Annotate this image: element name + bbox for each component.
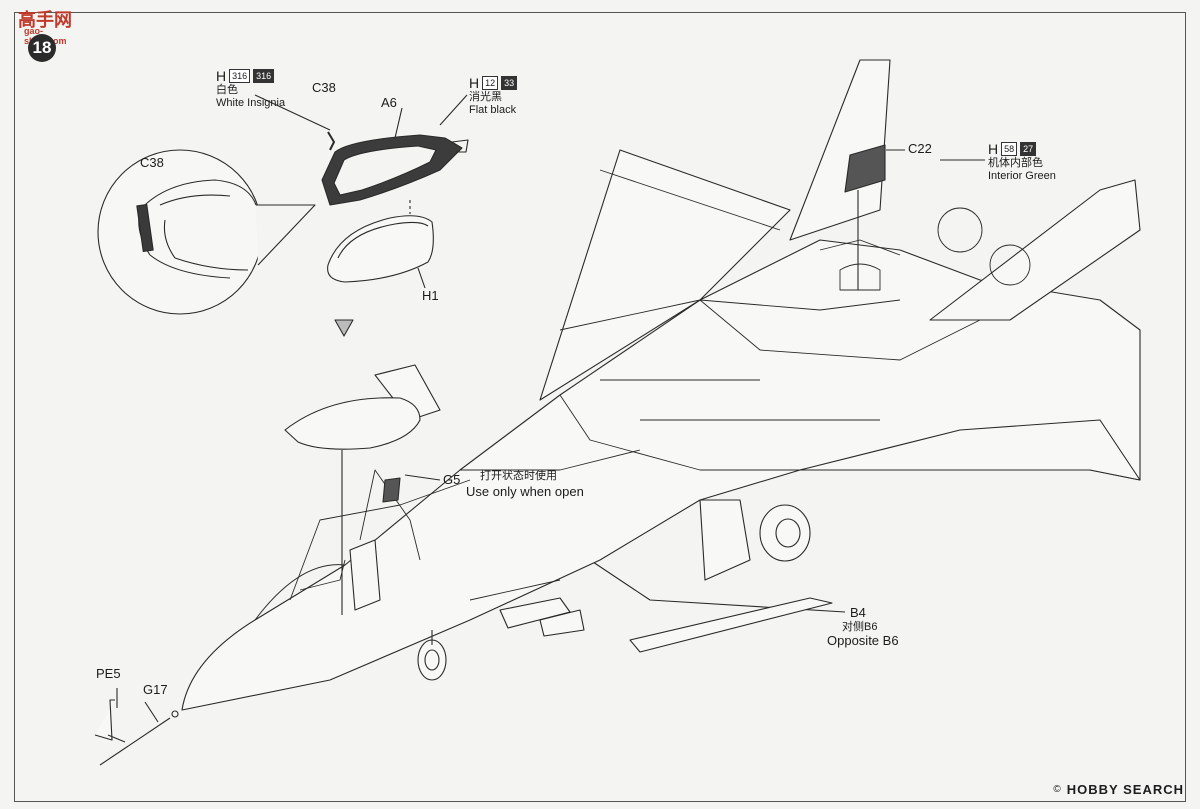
note-b4-cn: 对侧B6 xyxy=(842,621,878,633)
hobby-search-watermark: © HOBBY SEARCH xyxy=(1053,782,1184,797)
paint-label-cn: 白色 xyxy=(216,84,238,96)
note-g5-en: Use only when open xyxy=(466,484,584,499)
part-label-pe5: PE5 xyxy=(96,666,121,681)
paint-letter: H xyxy=(469,75,480,91)
canopy-frame-a6 xyxy=(321,131,469,206)
canopy-h1 xyxy=(327,215,434,283)
paint-code-2: 27 xyxy=(1020,142,1037,156)
paint-label-cn: 机体内部色 xyxy=(988,157,1043,169)
part-label-h1: H1 xyxy=(422,288,439,303)
paint-code-2: 316 xyxy=(253,69,275,83)
landing-gear xyxy=(417,499,811,681)
step-number-badge: 18 xyxy=(28,34,56,62)
part-label-g17: G17 xyxy=(143,682,168,697)
page-frame xyxy=(14,12,1186,802)
cockpit-parts xyxy=(94,144,886,766)
paint-label-en: Flat black xyxy=(469,104,517,116)
paint-code-1: 12 xyxy=(482,76,499,90)
site-logo-text: 高手网 xyxy=(18,10,72,30)
paint-letter: H xyxy=(216,68,227,84)
paint-code-1: 58 xyxy=(1001,142,1018,156)
c38-detail-view xyxy=(97,149,316,315)
paint-label-en: White Insignia xyxy=(216,97,286,109)
part-label-c38: C38 xyxy=(312,80,336,95)
paint-letter: H xyxy=(988,141,999,157)
paint-code-2: 33 xyxy=(501,76,518,90)
part-label-c22: C22 xyxy=(908,141,932,156)
paint-label-en: Interior Green xyxy=(988,170,1056,182)
part-label-c38-detail: C38 xyxy=(140,155,164,170)
part-label-a6: A6 xyxy=(381,95,397,110)
paint-code-1: 316 xyxy=(229,69,251,83)
note-g5-cn: 打开状态时使用 xyxy=(480,470,557,482)
paint-label-cn: 消光黑 xyxy=(469,91,502,103)
watermark-text: HOBBY SEARCH xyxy=(1066,782,1184,797)
part-label-g5: G5 xyxy=(443,472,461,487)
copyright-mark: © xyxy=(1053,784,1061,795)
note-b4-en: Opposite B6 xyxy=(827,633,899,648)
part-label-b4: B4 xyxy=(850,605,866,620)
